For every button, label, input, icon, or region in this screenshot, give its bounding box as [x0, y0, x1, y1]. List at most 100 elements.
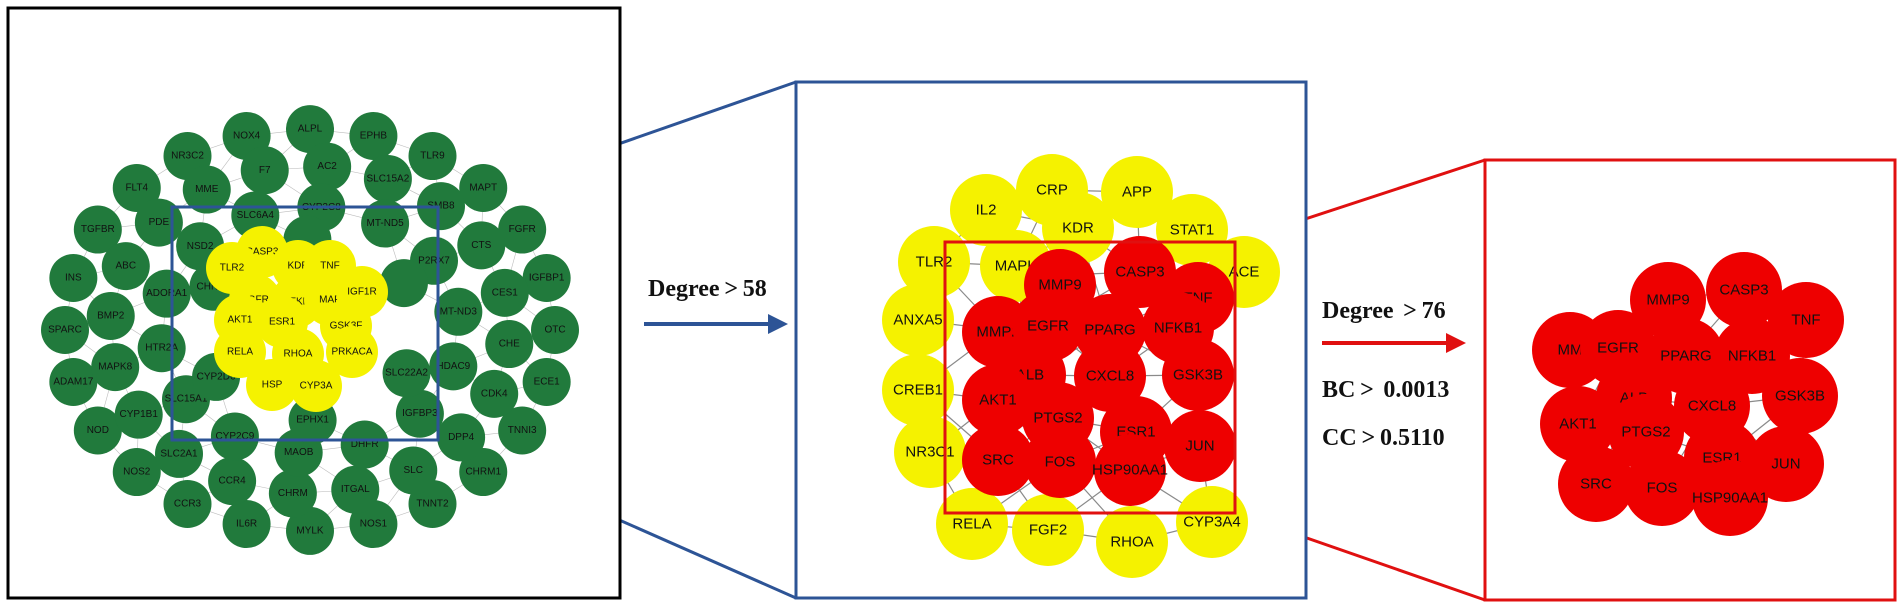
- outer-node-circle: [522, 254, 571, 303]
- core-node-hsp90aa1: HSP90AA1: [1692, 460, 1768, 536]
- outer-node-circle: [41, 306, 89, 354]
- outer-node-label: AC2: [317, 161, 337, 172]
- middle-node-prkaca: PRKACA: [326, 326, 378, 378]
- outer-node-circle: [379, 259, 428, 308]
- core-zoom-node-circle: [1104, 236, 1176, 308]
- outer-node-circle: [531, 306, 579, 354]
- middle-zoom-node-stat1: STAT1: [1156, 194, 1228, 266]
- outer-node-circle: [437, 413, 486, 462]
- outer-node-label: MAOB: [284, 447, 314, 458]
- outer-node-otc: OTC: [531, 306, 579, 354]
- middle-node-label: RELA: [227, 347, 253, 358]
- core-node-layer: MMP9CASP3TNFMMEGFRPPARGNFKB1ALBCXCL8GSK3…: [1532, 252, 1844, 536]
- core-node-circle: [1540, 386, 1616, 462]
- outer-node-dhfr: DHFR: [340, 420, 389, 469]
- outer-node-circle: [86, 291, 135, 340]
- outer-node-label: CHNA5: [197, 281, 231, 292]
- outer-node-circle: [91, 343, 140, 392]
- middle-zoom-node-label: TLR2: [916, 254, 953, 271]
- outer-node-label: SPARC: [48, 325, 82, 336]
- outer-node-label: CHE: [499, 339, 520, 350]
- outer-node-label: BMP2: [97, 310, 125, 321]
- middle-zoom-node-fgf2: FGF2: [1012, 494, 1084, 566]
- core-node-label: AKT1: [1559, 416, 1597, 433]
- outer-node-slc2a1: SLC2A1: [155, 429, 204, 478]
- outer-node-nos2: NOS2: [112, 448, 161, 497]
- outer-node-label: NOD: [87, 425, 109, 436]
- outer-node-label: NOS1: [360, 519, 388, 530]
- core-node-tnf: TNF: [1768, 282, 1844, 358]
- outer-node-label: CDK4: [481, 388, 508, 399]
- outer-node-label: CCR4: [218, 476, 246, 487]
- outer-node-htr2a: HTR2A: [137, 324, 186, 373]
- outer-node-label: FGFR: [509, 224, 536, 235]
- step-2-label-bc: BC > 0.0013: [1322, 377, 1449, 403]
- middle-zoom-node-rhoa: RHOA: [1096, 506, 1168, 578]
- core-zoom-node-label: MMP9: [1038, 277, 1081, 294]
- outer-node-circle: [210, 412, 259, 461]
- middle-zoom-node-label: CREB1: [893, 382, 943, 399]
- core-zoom-node-circle: [1162, 339, 1234, 411]
- panel-core-targets: MMP9CASP3TNFMMEGFRPPARGNFKB1ALBCXCL8GSK3…: [1483, 158, 1897, 602]
- outer-node-bmp2: BMP2: [86, 291, 135, 340]
- outer-node-circle: [49, 254, 98, 303]
- core-zoom-node-hsp90aa1: HSP90AA1: [1092, 434, 1168, 506]
- outer-node-label: IGFBP1: [529, 273, 565, 284]
- outer-node-circle: [114, 390, 163, 439]
- core-zoom-node-circle: [962, 424, 1034, 496]
- outer-node-circle: [457, 221, 506, 270]
- outer-node-label: EPHB: [360, 130, 388, 141]
- outer-node-slc15a2: SLC15A2: [363, 154, 412, 203]
- outer-node-circle: [498, 205, 547, 254]
- core-node-circle: [1624, 450, 1700, 526]
- middle-zoom-node-circle: [1042, 192, 1114, 264]
- outer-node-label: NSD2: [187, 241, 214, 252]
- outer-node-label: NR3C2: [171, 151, 204, 162]
- outer-node-abc: ABC: [101, 242, 150, 291]
- selection-box-degree: [170, 205, 440, 442]
- middle-zoom-node-label: NR3C1: [905, 444, 954, 461]
- outer-node-circle: [101, 242, 150, 291]
- core-zoom-node-cxcl8: CXCL8: [1074, 340, 1146, 412]
- outer-node-circle: [155, 429, 204, 478]
- middle-zoom-node-circle: [1096, 506, 1168, 578]
- outer-node-label: TGFBR: [81, 224, 115, 235]
- outer-node-label: SLC15A2: [366, 173, 409, 184]
- core-zoom-node-label: CXCL8: [1086, 368, 1134, 385]
- middle-node-label: PRKACA: [331, 347, 372, 358]
- core-zoom-node-circle: [1074, 340, 1146, 412]
- core-zoom-node-circle: [1094, 434, 1166, 506]
- middle-node-label: IGF1R: [347, 287, 376, 298]
- step-core-filter: Degree > 76 BC > 0.0013 CC > 0.5110: [1322, 298, 1466, 451]
- outer-node-label: CYP1B1: [120, 409, 159, 420]
- core-zoom-node-fos: FOS: [1024, 426, 1096, 498]
- middle-zoom-node-label: ACE: [1229, 264, 1260, 281]
- outer-node-circle: [137, 324, 186, 373]
- outer-node-tgfbr: TGFBR: [73, 205, 122, 254]
- outer-node-label: DHFR: [351, 439, 379, 450]
- outer-node-label: SLC6A4: [237, 210, 275, 221]
- core-node-circle: [1748, 426, 1824, 502]
- panel-full-network: OTCECE1TNNI3CHRM1TNNT2NOS1MYLKIL6RCCR3NO…: [6, 6, 622, 600]
- middle-node-label: TNF: [320, 261, 339, 272]
- core-node-label: MM: [1558, 342, 1583, 359]
- outer-node-label: NOS2: [123, 467, 151, 478]
- middle-zoom-node-il2: IL2: [950, 174, 1022, 246]
- outer-node-tnni3: TNNI3: [498, 406, 547, 455]
- outer-node-itgal: ITGAL: [331, 465, 380, 514]
- outer-node-ccr3: CCR3: [163, 479, 212, 528]
- outer-node-adam17: ADAM17: [49, 357, 98, 406]
- middle-node-circle: [326, 326, 378, 378]
- middle-node-label: HSP: [262, 380, 283, 391]
- outer-node-label: ALPL: [298, 124, 323, 135]
- core-node-label: CASP3: [1719, 282, 1768, 299]
- middle-zoom-node-tlr2: TLR2: [898, 226, 970, 298]
- core-zoom-node-label: CASP3: [1115, 264, 1164, 281]
- outer-node-label: SLC22A2: [385, 368, 428, 379]
- outer-node-circle: [340, 420, 389, 469]
- outer-node-circle: [429, 342, 478, 391]
- core-zoom-node-label: SRC: [982, 452, 1014, 469]
- middle-zoom-node-label: CYP3A4: [1183, 514, 1241, 531]
